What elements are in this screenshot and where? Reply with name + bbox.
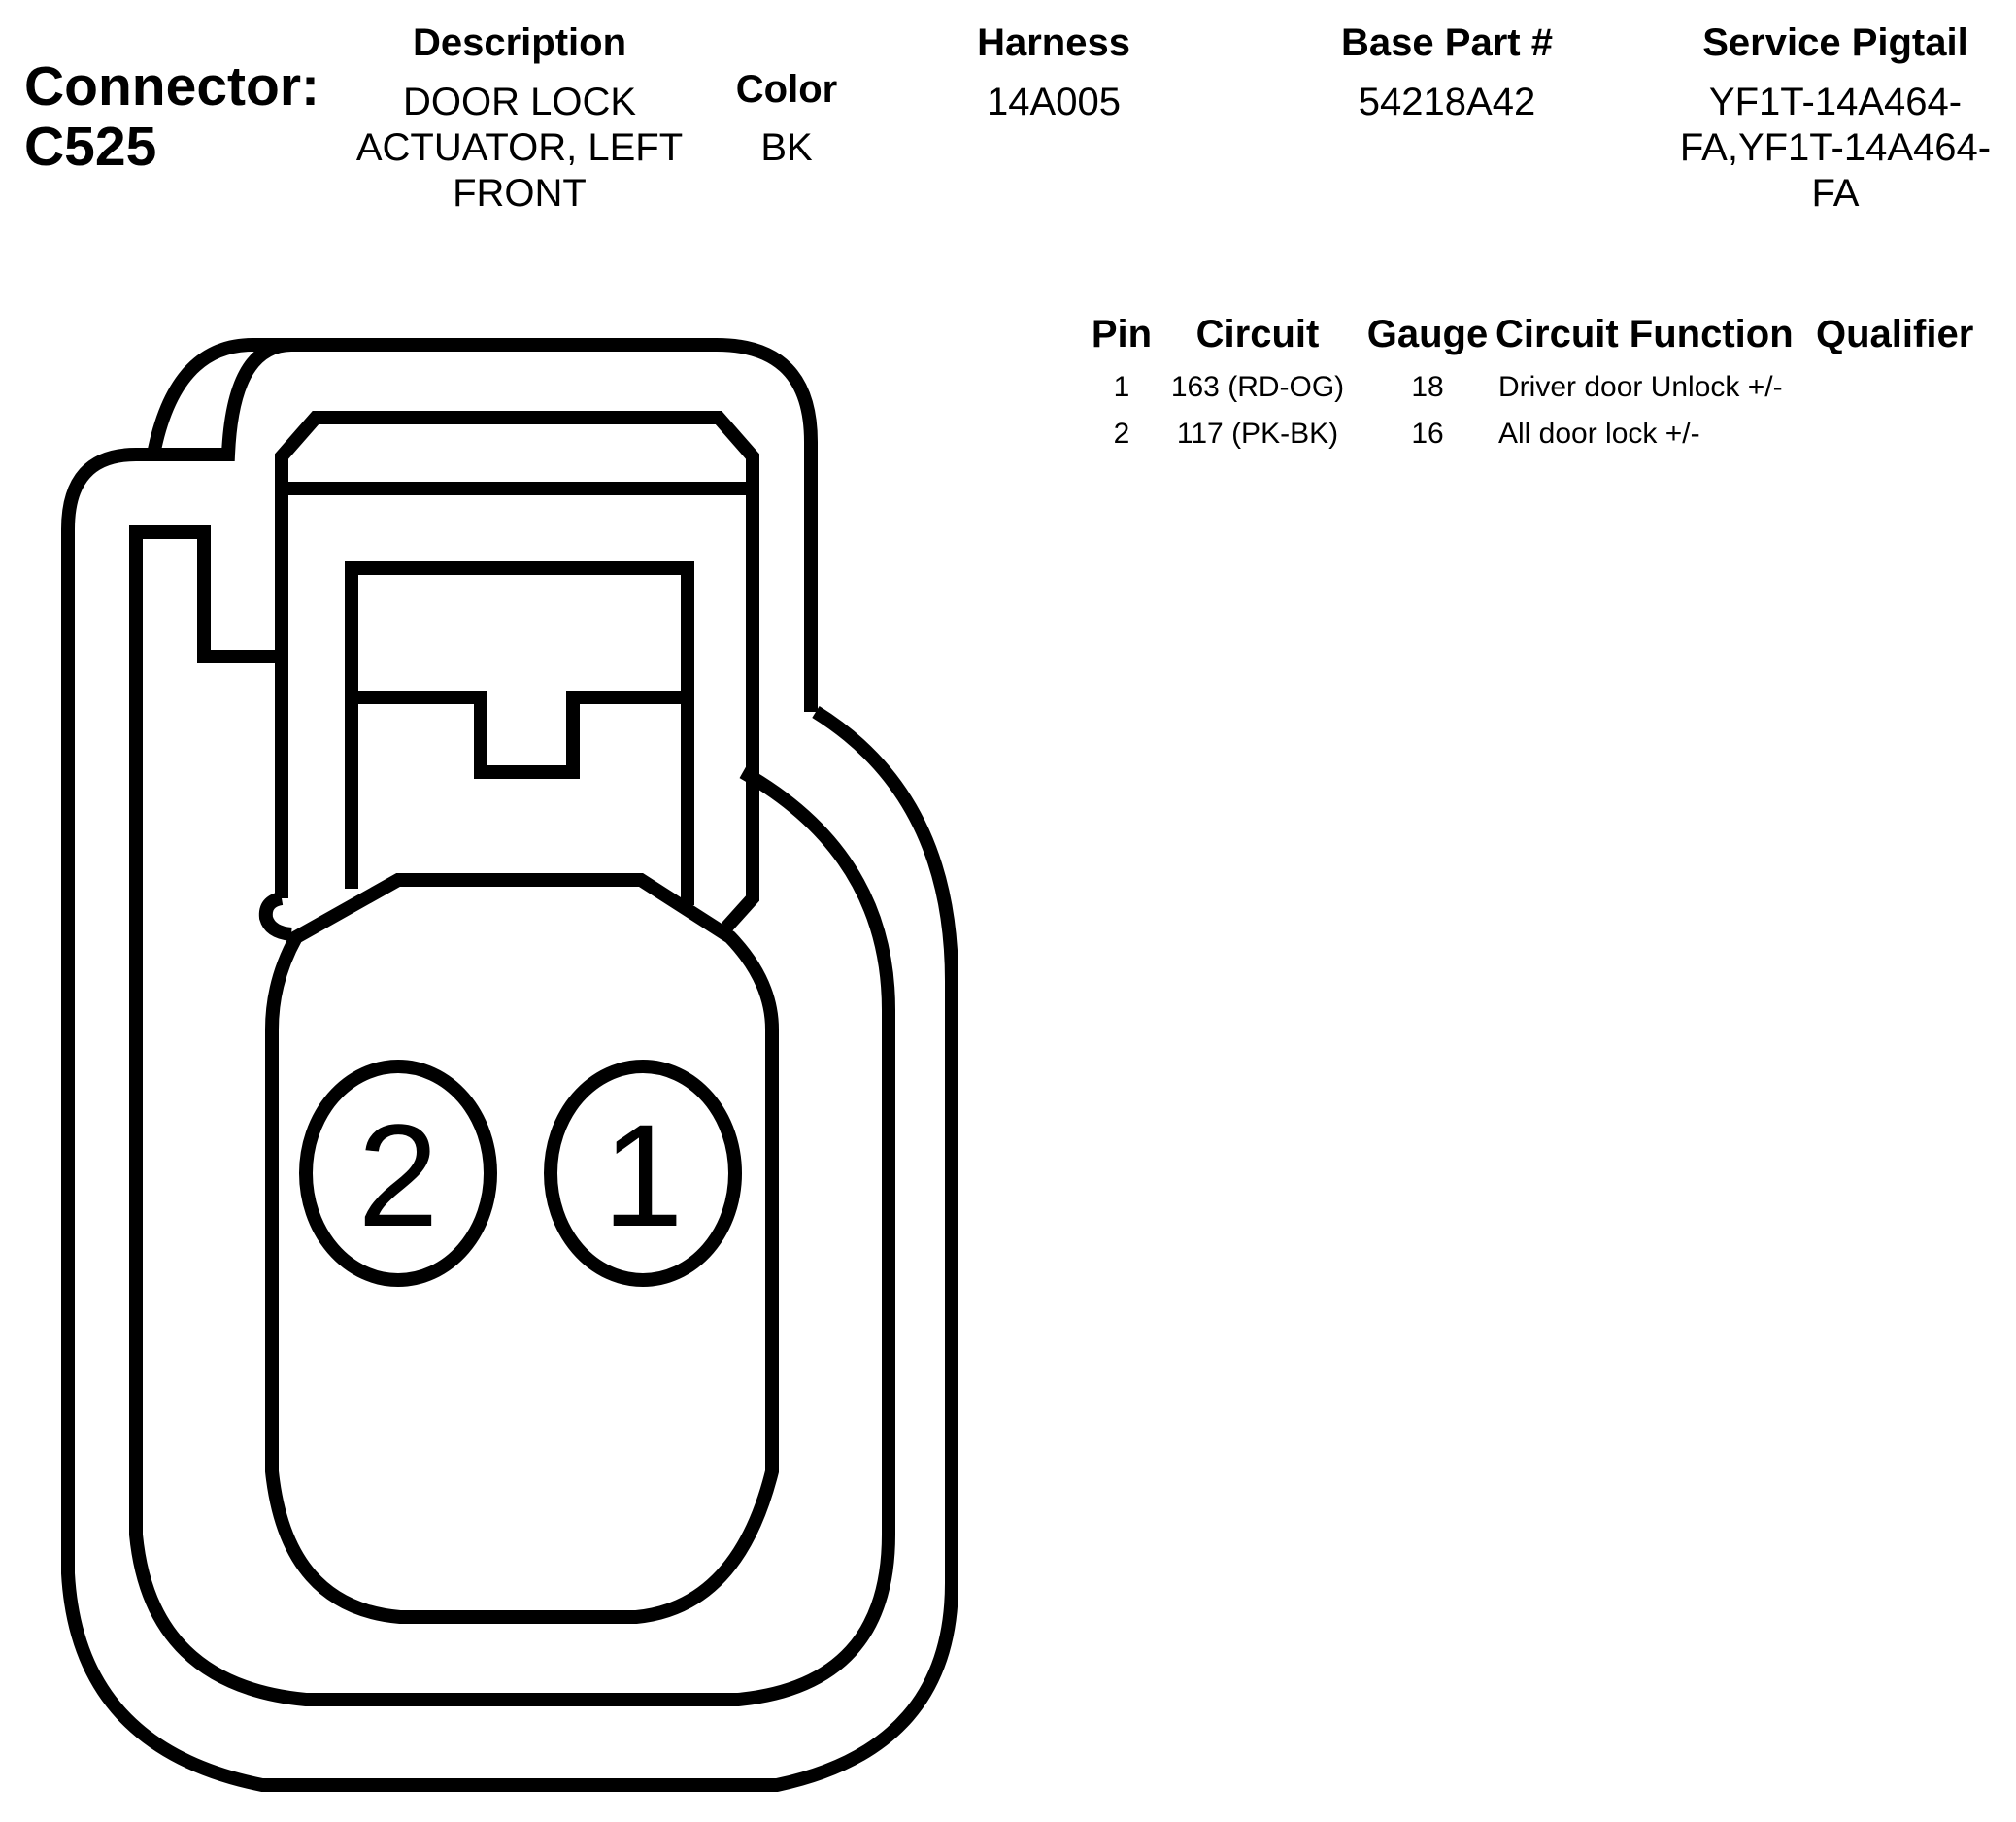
- description-line: ACTUATOR, LEFT: [355, 126, 684, 169]
- pigtail-header: Service Pigtail: [1702, 21, 1968, 64]
- housing-inner-outline: [129, 525, 895, 1706]
- pin-1-label: 1: [602, 1094, 683, 1257]
- cell-pin: 1: [1113, 371, 1130, 403]
- pin-2-circle: [299, 1060, 497, 1287]
- color-header: Color: [735, 68, 838, 111]
- col-header-pin: Pin: [1091, 313, 1153, 355]
- cell-function: All door lock +/-: [1498, 418, 1700, 450]
- pin-cavity: [265, 873, 779, 1624]
- base-part-value: 54218A42: [1358, 81, 1536, 123]
- cell-circuit: 163 (RD-OG): [1170, 371, 1345, 403]
- connector-title: Connector: C525: [24, 56, 319, 177]
- description-header: Description: [412, 21, 627, 64]
- col-header-gauge: Gauge: [1366, 313, 1489, 355]
- pin-2-label: 2: [357, 1094, 438, 1257]
- description-line: FRONT: [453, 172, 587, 215]
- color-value: BK: [760, 126, 813, 169]
- pigtail-line: FA: [1811, 172, 1860, 215]
- latch-outer: [275, 411, 759, 932]
- housing-outer-outline: [61, 338, 958, 1792]
- latch-hook: [258, 892, 292, 941]
- harness-header: Harness: [977, 21, 1130, 64]
- pigtail-value: YF1T-14A464- FA,YF1T-14A464- FA: [1651, 80, 2016, 217]
- cell-function: Driver door Unlock +/-: [1498, 371, 1783, 403]
- pigtail-line: FA,YF1T-14A464-: [1679, 126, 1992, 169]
- cell-gauge: 18: [1411, 371, 1444, 403]
- base-part-header: Base Part #: [1341, 21, 1553, 64]
- connector-id: C525: [24, 116, 157, 178]
- cell-circuit: 117 (PK-BK): [1176, 418, 1339, 450]
- pin-1-circle: [544, 1060, 742, 1287]
- connector-label: Connector:: [24, 55, 319, 118]
- housing-step-line: [153, 338, 292, 461]
- harness-value: 14A005: [987, 81, 1121, 123]
- col-header-qualifier: Qualifier: [1816, 313, 1974, 355]
- description-value: DOOR LOCK ACTUATOR, LEFT FRONT: [325, 80, 714, 217]
- cell-pin: 2: [1113, 418, 1130, 450]
- latch-notch: [352, 691, 688, 779]
- description-line: DOOR LOCK: [402, 81, 637, 123]
- cell-gauge: 16: [1411, 418, 1444, 450]
- col-header-circuit: Circuit: [1195, 313, 1320, 355]
- pigtail-line: YF1T-14A464-: [1708, 81, 1963, 123]
- col-header-function: Circuit Function: [1495, 313, 1794, 355]
- latch-inner: [345, 561, 694, 905]
